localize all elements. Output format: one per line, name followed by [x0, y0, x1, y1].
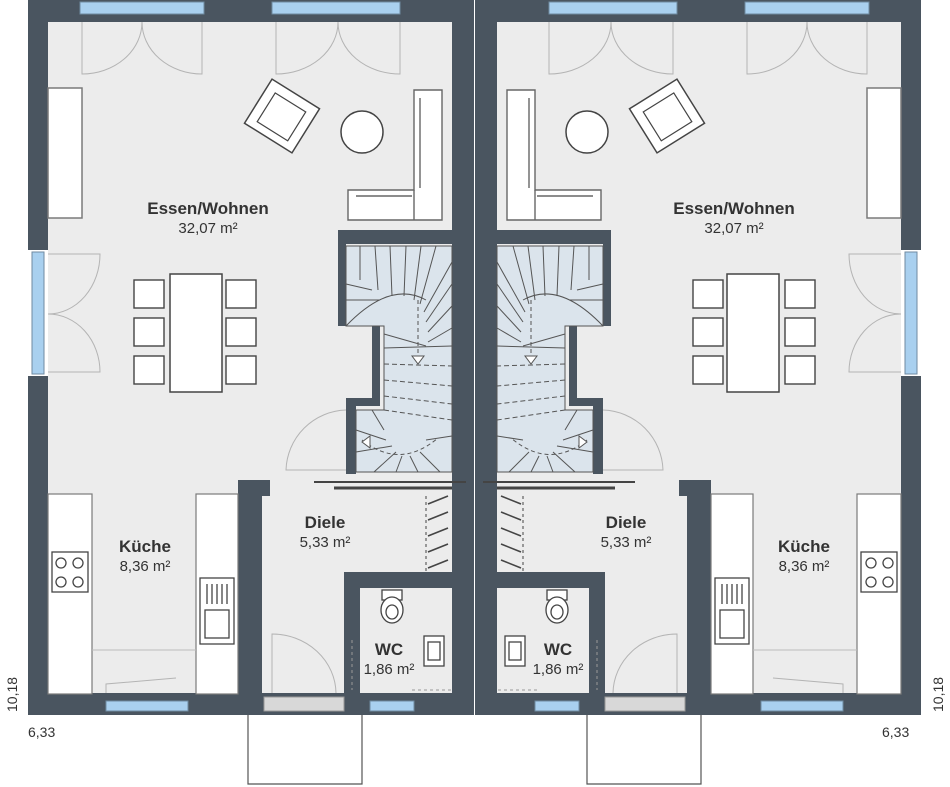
room-label-hall-left: Diele 5,33 m² [300, 513, 351, 552]
room-name: Küche [119, 537, 171, 556]
dimension-width-left: 6,33 [28, 724, 56, 740]
room-label-living-left: Essen/Wohnen 32,07 m² [147, 199, 269, 238]
room-label-kitchen-right: Küche 8,36 m² [778, 537, 830, 576]
room-area: 5,33 m² [299, 534, 351, 551]
room-label-kitchen-left: Küche 8,36 m² [119, 537, 171, 576]
dimension-depth-right: 10,18 [930, 676, 946, 712]
room-name: WC [374, 640, 404, 659]
room-label-wc-right: WC 1,86 m² [533, 640, 584, 679]
room-area: 1,86 m² [532, 661, 584, 678]
room-area: 1,86 m² [363, 661, 415, 678]
room-area: 32,07 m² [178, 220, 238, 237]
room-name: Küche [778, 537, 830, 556]
room-area: 32,07 m² [704, 220, 764, 237]
dimension-width-right: 6,33 [882, 724, 910, 740]
room-name: Essen/Wohnen [147, 199, 269, 218]
room-label-wc-left: WC 1,86 m² [364, 640, 415, 679]
room-area: 5,33 m² [600, 534, 652, 551]
room-name: WC [543, 640, 573, 659]
room-name: Diele [304, 513, 346, 532]
room-name: Diele [605, 513, 647, 532]
room-name: Essen/Wohnen [673, 199, 795, 218]
dimension-depth-left: 10,18 [4, 676, 20, 712]
room-label-living-right: Essen/Wohnen 32,07 m² [673, 199, 795, 238]
room-label-hall-right: Diele 5,33 m² [601, 513, 652, 552]
room-area: 8,36 m² [119, 558, 171, 575]
room-area: 8,36 m² [778, 558, 830, 575]
